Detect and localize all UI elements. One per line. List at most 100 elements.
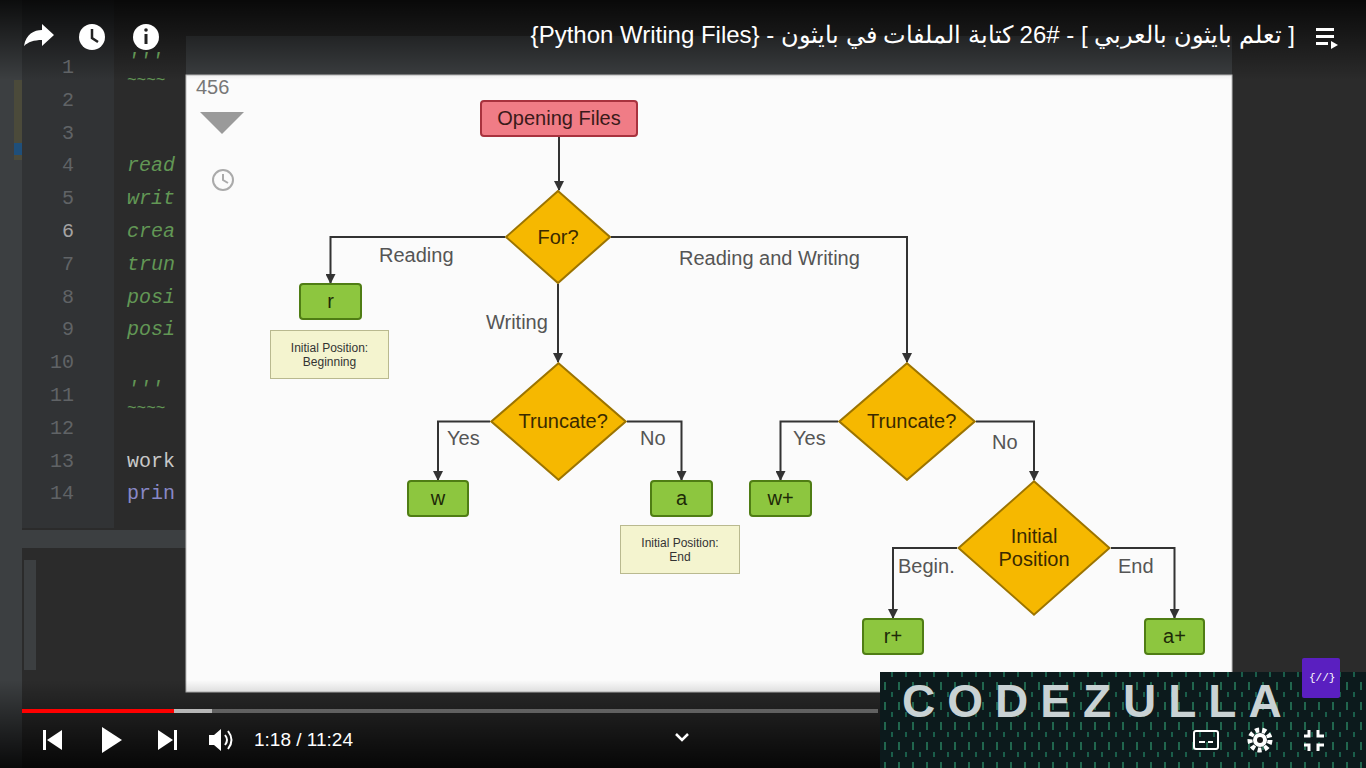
line-number: 11 [40,385,74,407]
diamond-shape [839,363,974,480]
progress-track [22,709,878,713]
decision-diamond: Initial Position [957,480,1111,616]
share-icon [24,24,54,46]
matrix-pattern [880,672,1366,768]
code-fragment: posi [127,287,175,309]
note-text: Initial Position: End [635,536,725,564]
mode-box: a+ [1144,618,1205,655]
edge-label: Yes [445,426,482,450]
diamond-shape [959,481,1110,614]
flow-arrow [611,237,907,362]
edge-label: Writing [484,310,550,334]
edge-label: No [638,426,668,450]
time-display: 1:18 / 11:24 [254,728,353,752]
mode-box: w [407,480,469,517]
node-label: Truncate? [867,410,947,433]
line-number: 12 [40,418,74,440]
line-number: 13 [40,451,74,473]
playlist-icon [1316,28,1338,49]
node-label: r+ [884,625,902,648]
watermark: CODEZULLA [902,676,1294,726]
line-number: 2 [40,90,74,112]
top-shade [0,0,1366,80]
edge-label: No [990,430,1020,454]
exit-fullscreen-icon [1304,730,1324,751]
node-label: Opening Files [497,107,620,130]
captions-icon [1194,731,1218,749]
run-panel-header [22,530,186,548]
info-icon [133,24,159,50]
line-number: 9 [40,319,74,341]
code-fragment: ''' [127,379,163,401]
start-box: Opening Files [480,100,638,137]
decision-diamond: Truncate? [490,362,627,481]
line-number: 1 [40,57,74,79]
edge-label: Begin. [896,554,957,578]
settings-icon [1250,730,1270,750]
line-number: 10 [40,352,74,374]
edge-label: Reading and Writing [677,246,862,270]
history-icon [213,170,233,190]
flow-arrow [558,137,560,190]
line-number: 5 [40,188,74,210]
code-fragment: posi [127,319,175,341]
next-icon [158,730,177,750]
slide-number: 456 [196,76,229,98]
node-label: Truncate? [519,410,599,433]
note-text: Initial Position: Beginning [285,341,375,369]
code-fragment: crea [127,221,175,243]
video-title: [ تعلم بايثون بالعربي ] - #26 كتابة المل… [531,20,1295,50]
flow-arrow [331,237,506,283]
line-number: 3 [40,123,74,145]
mode-box: r [299,283,362,320]
node-label: w+ [767,487,793,510]
progress-played [22,709,174,713]
run-toolbar [24,560,36,670]
flow-arrow [438,422,490,481]
slide [186,75,1232,692]
line-number: 14 [40,483,74,505]
mode-box: w+ [749,480,812,517]
diamond-shape [506,191,610,283]
dropdown-triangle [200,112,244,134]
edge-label: Yes [791,426,828,450]
line-number: 4 [40,155,74,177]
node-label: For? [537,226,578,249]
brand-banner [880,672,1366,768]
note-box: Initial Position: Beginning [270,330,389,379]
progress-buffer [174,709,212,713]
channel-badge [1302,658,1340,698]
flow-arrow [781,422,839,481]
line-number: 7 [40,254,74,276]
diamond-shape [491,363,625,480]
edge-label: End [1116,554,1156,578]
node-label: w [431,487,445,510]
code-fragment: ''' [127,51,163,73]
clock-icon [79,24,105,50]
code-fragment: ~~~~ [127,398,165,420]
edge-label: Reading [377,243,456,267]
previous-icon [43,730,62,750]
line-number: 8 [40,287,74,309]
code-fragment: writ [127,188,175,210]
flow-arrow [557,284,559,362]
code-fragment: read [127,155,175,177]
note-box: Initial Position: End [620,525,740,574]
decision-diamond: Truncate? [838,362,976,481]
flow-arrow [976,422,1034,481]
flow-arrow [1111,548,1175,618]
node-label: Initial Position [994,525,1074,571]
code-fragment: trun [127,254,175,276]
volume-icon [209,729,232,751]
line-number: 6 [40,221,74,243]
play-icon [102,727,122,753]
code-fragment: prin [127,483,175,505]
code-fragment: work [127,451,175,473]
node-label: r [327,290,334,313]
flow-arrow [627,422,682,481]
flow-arrow [893,548,957,618]
chevron-icon [676,734,688,740]
code-fragment: ~~~~ [127,70,165,92]
decision-diamond: For? [505,190,611,284]
